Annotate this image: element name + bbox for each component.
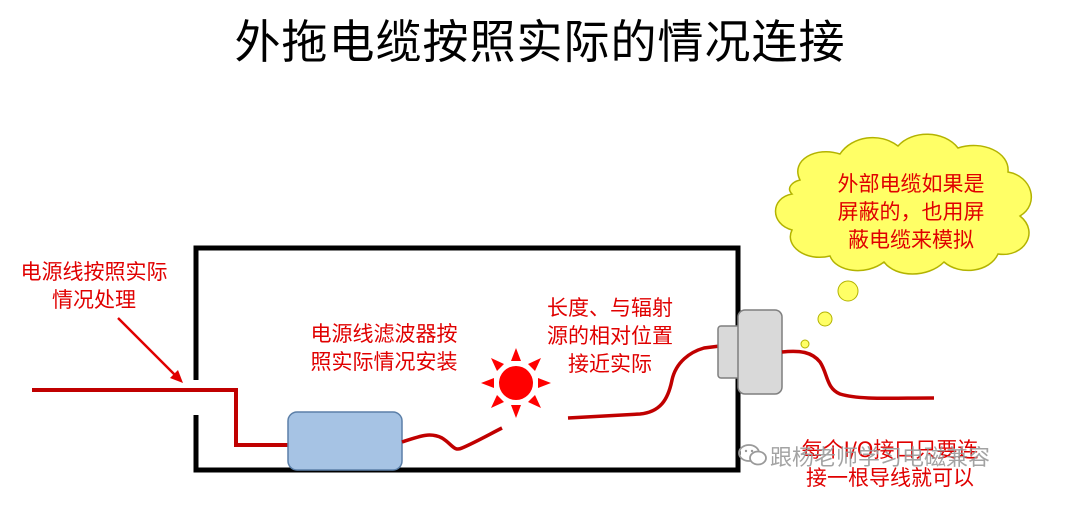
note-length-line3: 接近实际 — [568, 352, 652, 376]
note-length: 长度、与辐射 源的相对位置 接近实际 — [520, 294, 700, 378]
radiation-source-icon — [481, 348, 551, 418]
note-power-line: 电源线按照实际 情况处理 — [4, 258, 184, 314]
note-power-line-line1: 电源线按照实际 — [20, 260, 168, 284]
note-filter-line2: 照实际情况安装 — [310, 350, 458, 374]
external-cable — [781, 349, 935, 401]
cloud-text-line1: 外部电缆如果是 — [837, 172, 985, 196]
cloud-text-line2: 屏蔽的，也用屏 — [837, 200, 985, 224]
external-power-line — [32, 388, 290, 447]
note-length-line2: 源的相对位置 — [547, 324, 673, 348]
note-filter-line1: 电源线滤波器按 — [310, 322, 458, 346]
watermark-text: 跟杨老师学习电磁兼容 — [770, 446, 991, 471]
note-power-line-line2: 情况处理 — [52, 288, 136, 312]
thought-bubble-large — [837, 280, 859, 302]
power-line-arrowhead — [170, 370, 183, 383]
cloud-callout — [774, 133, 1032, 275]
thought-bubble-small — [800, 339, 810, 349]
note-ground: 每个I/O接口只要连 接一根导线就可以 — [780, 436, 1000, 492]
note-length-line1: 长度、与辐射 — [547, 296, 673, 320]
internal-cable — [567, 344, 721, 420]
note-filter: 电源线滤波器按 照实际情况安装 — [284, 320, 484, 376]
thought-bubble-medium — [817, 311, 833, 327]
page-title: 外拖电缆按照实际的情况连接 — [234, 15, 846, 69]
power-filter — [287, 411, 403, 471]
cloud-text: 外部电缆如果是 屏蔽的，也用屏 蔽电缆来模拟 — [806, 170, 1016, 254]
connector-outer — [737, 309, 783, 395]
wechat-icon — [738, 444, 767, 466]
note-ground-line1: 每个I/O接口只要连 — [801, 438, 979, 462]
power-line-arrow — [117, 317, 181, 381]
filter-cable — [401, 426, 503, 451]
cloud-text-line3: 蔽电缆来模拟 — [848, 228, 974, 252]
note-ground-line2: 接一根导线就可以 — [806, 466, 974, 490]
